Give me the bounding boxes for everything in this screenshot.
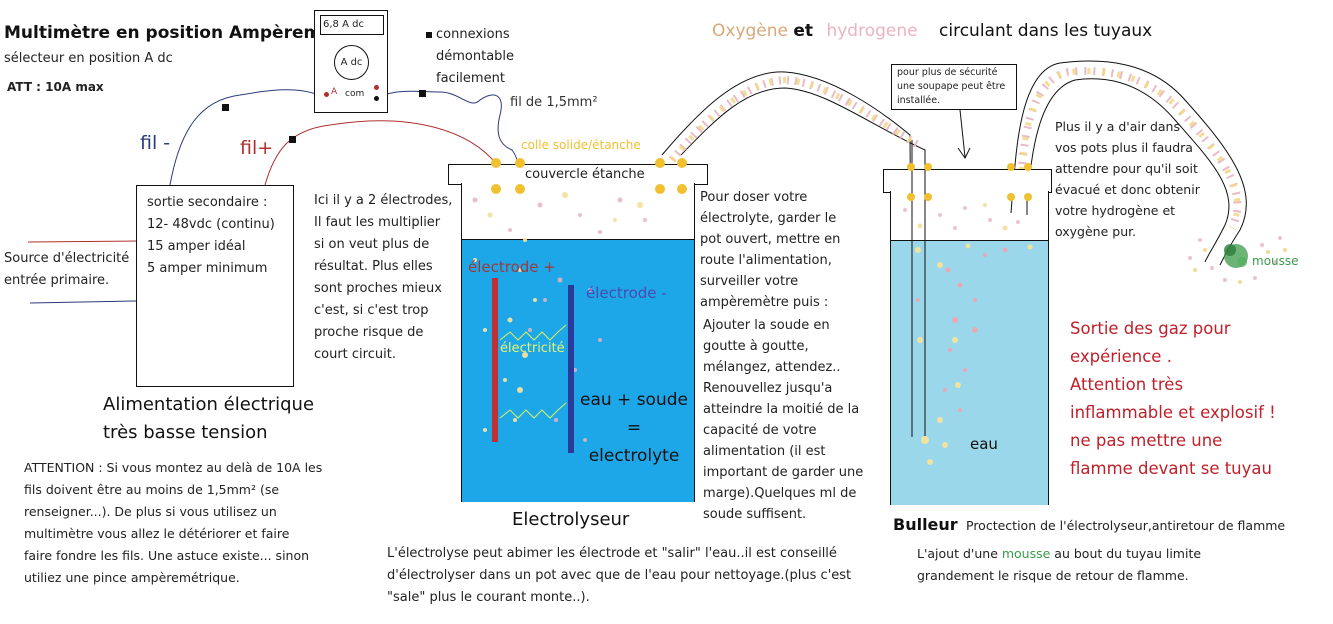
multimeter-warning: ATT : 10A max bbox=[7, 80, 104, 94]
hydrogen-word: hydrogene bbox=[826, 21, 918, 41]
electrolyser-jar bbox=[461, 183, 695, 502]
electricity-zigzag bbox=[499, 402, 567, 419]
connector-icon bbox=[289, 136, 296, 143]
foam-note-pre: L'ajout d'une bbox=[917, 546, 1002, 561]
terminal-unused-jack bbox=[374, 85, 379, 90]
bubbler-title: Bulleur bbox=[893, 515, 958, 534]
terminal-com-label: com bbox=[345, 89, 365, 99]
connections-label: connexions démontable facilement bbox=[436, 27, 515, 86]
foam-label: mousse bbox=[1252, 254, 1299, 268]
multimeter-dial[interactable]: A dc bbox=[334, 45, 369, 80]
power-supply-specs: sortie secondaire : 12- 48vdc (continu) … bbox=[147, 195, 275, 276]
valve-note: pour plus de sécurité une soupape peut ê… bbox=[897, 67, 1006, 106]
glue-dot bbox=[677, 158, 687, 168]
bubbler-jar bbox=[890, 191, 1049, 505]
terminal-a-label: A bbox=[331, 87, 338, 97]
gas-header: Oxygène et hydrogene circulant dans les … bbox=[712, 20, 1152, 42]
multimeter-display: 6,8 A dc bbox=[320, 15, 384, 35]
wire-negative bbox=[169, 89, 327, 186]
gas-warning: Sortie des gaz pour expérience . Attenti… bbox=[1070, 319, 1276, 478]
foam-icon bbox=[1224, 244, 1248, 268]
attention-note: ATTENTION : Si vous montez au delà de 10… bbox=[24, 460, 323, 585]
gas-tube-outer bbox=[661, 71, 913, 441]
gas-cloud bbox=[1188, 236, 1282, 282]
wire-minus-label: fil - bbox=[140, 132, 171, 154]
electrode-plus bbox=[492, 278, 498, 442]
glue-dot bbox=[491, 158, 501, 168]
multimeter-subtitle: sélecteur en position A dc bbox=[4, 51, 173, 66]
dosing-steps: Ajouter la soude en goutte à goutte, mél… bbox=[703, 318, 864, 522]
wire-gauge-label: fil de 1,5mm² bbox=[510, 95, 598, 110]
cleaning-note: L'électrolyse peut abimer les électrode … bbox=[387, 546, 852, 605]
bubbler-subtitle: Proctection de l'électrolyseur,antiretou… bbox=[966, 518, 1286, 533]
multimeter: 6,8 A dc A dc A com bbox=[314, 10, 388, 113]
oxygen-word: Oxygène bbox=[712, 21, 788, 41]
valve-arrow bbox=[959, 109, 966, 158]
multimeter-title: Multimètre en position Ampèremètre bbox=[4, 23, 361, 43]
electrode-plus-label: électrode + bbox=[468, 258, 556, 276]
gas-header-rest: circulant dans les tuyaux bbox=[939, 21, 1153, 41]
foam-note: L'ajout d'une mousse au bout du tuyau li… bbox=[917, 543, 1201, 587]
bubbler-lid bbox=[883, 169, 1052, 193]
electrode-minus bbox=[568, 285, 574, 453]
glue-dot bbox=[515, 184, 525, 194]
terminal-a-jack bbox=[324, 92, 329, 97]
glue-dot bbox=[655, 158, 665, 168]
dosing-note: Pour doser votre électrolyte, garder le … bbox=[700, 190, 841, 310]
connector-icon bbox=[419, 90, 426, 97]
bubbler-water bbox=[891, 240, 1048, 505]
glue-dot bbox=[491, 184, 501, 194]
electrodes-note: Ici il y a 2 électrodes, Il faut les mul… bbox=[314, 193, 453, 362]
bubbler-water-label: eau bbox=[970, 435, 998, 453]
terminal-com-jack bbox=[374, 96, 379, 101]
electricity-zigzag bbox=[499, 324, 567, 341]
outlet-tube-outer bbox=[1011, 60, 1247, 266]
glue-dot bbox=[515, 158, 525, 168]
gas-tube-inner bbox=[680, 87, 926, 440]
electrode-minus-label: électrode - bbox=[586, 284, 667, 302]
glue-dot bbox=[655, 184, 665, 194]
source-wire-positive bbox=[27, 240, 137, 243]
air-note: Plus il y a d'air dans vos pots plus il … bbox=[1055, 119, 1200, 239]
foam-note-word: mousse bbox=[1001, 546, 1051, 561]
and-word: et bbox=[793, 21, 814, 41]
outlet-tube-inner bbox=[1026, 78, 1230, 263]
wire-positive bbox=[264, 120, 498, 280]
foam-note-post: au bout du tuyau limite grandement le ri… bbox=[917, 546, 1202, 583]
electricity-label: électricité bbox=[500, 341, 565, 356]
valve-note-box: pour plus de sécurité une soupape peut ê… bbox=[891, 64, 1017, 110]
glue-dot bbox=[677, 184, 687, 194]
lid-label: couvercle étanche bbox=[525, 167, 645, 182]
connector-legend-icon bbox=[426, 32, 432, 38]
source-label: Source d'électricité entrée primaire. bbox=[4, 251, 130, 288]
glue-label: colle solide/étanche bbox=[521, 138, 641, 152]
power-supply-box: sortie secondaire : 12- 48vdc (continu) … bbox=[136, 185, 294, 387]
electrolyser-title: Electrolyseur bbox=[512, 509, 630, 530]
wire-plus-label: fil+ bbox=[240, 137, 274, 159]
power-supply-title: Alimentation électrique très basse tensi… bbox=[103, 394, 315, 443]
connector-icon bbox=[222, 104, 229, 111]
source-wire-negative bbox=[29, 300, 137, 304]
electrolyte bbox=[462, 239, 694, 502]
electrolyte-label: eau + soude = electrolyte bbox=[580, 390, 688, 466]
